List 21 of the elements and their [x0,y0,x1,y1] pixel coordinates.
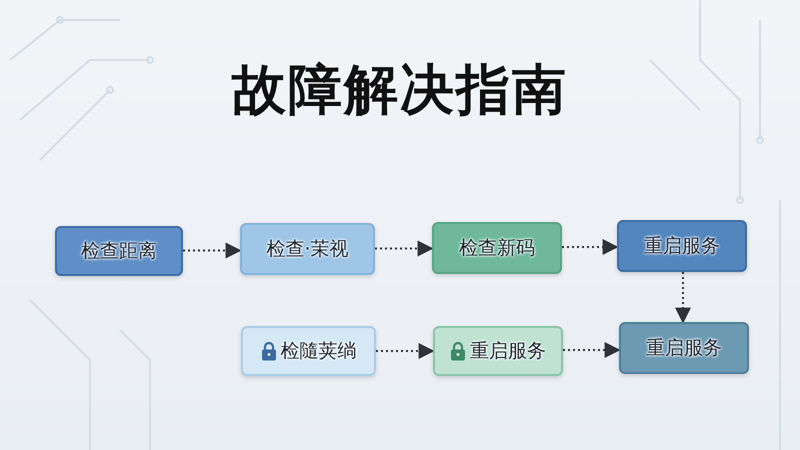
box-label: 重启服务 [470,339,546,364]
box-label: 重启服务 [646,336,722,361]
title: 故障解决指南 [232,58,568,123]
process-box [240,223,375,275]
arrow [563,342,621,358]
process-box [55,226,183,276]
process-box [432,222,562,274]
process-box [241,326,376,376]
box-label: 检查·茉视 [266,237,349,262]
box-label: 检查新码 [459,236,535,261]
arrow [562,239,619,255]
process-box [433,326,563,376]
arrow [675,272,691,324]
arrow [375,240,434,256]
process-box [619,322,749,374]
box-label: 重启服务 [644,234,720,259]
box-label: 检隨荚绱 [280,339,356,364]
arrow [183,242,242,258]
process-box [617,220,747,272]
box-label: 检查距离 [81,239,157,264]
arrow [376,343,435,359]
